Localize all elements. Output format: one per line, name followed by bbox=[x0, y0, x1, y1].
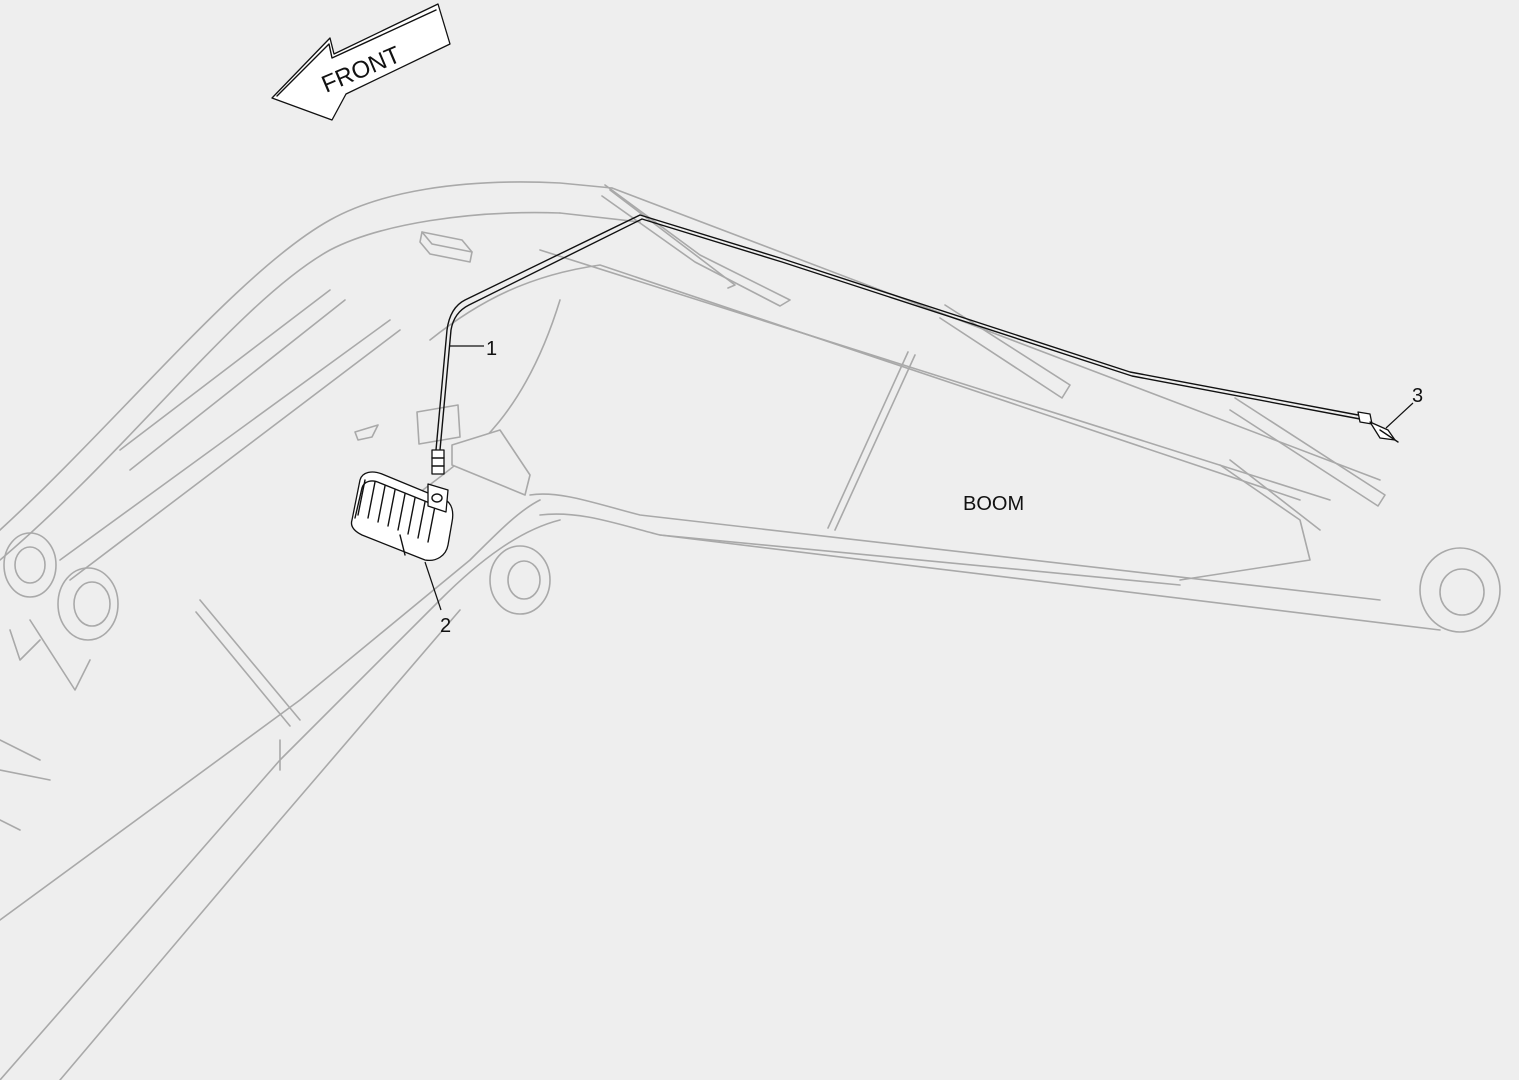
work-lamp-icon bbox=[350, 471, 454, 562]
callout-3-label: 3 bbox=[1412, 385, 1423, 407]
boom-structure bbox=[0, 181, 1441, 1080]
boom-label: BOOM bbox=[963, 493, 1024, 515]
mounting-brackets bbox=[354, 231, 531, 496]
front-arrow-icon: FRONT bbox=[271, 3, 451, 121]
wiring-harness bbox=[431, 214, 1361, 475]
callout-2-label: 2 bbox=[440, 615, 451, 637]
callout-leaders bbox=[424, 345, 1414, 611]
connector-icon bbox=[1357, 411, 1399, 443]
pin-bosses bbox=[3, 532, 1501, 641]
callout-1-label: 1 bbox=[486, 338, 497, 360]
callout-2-leader bbox=[424, 561, 442, 611]
callout-3-leader bbox=[1385, 402, 1414, 429]
